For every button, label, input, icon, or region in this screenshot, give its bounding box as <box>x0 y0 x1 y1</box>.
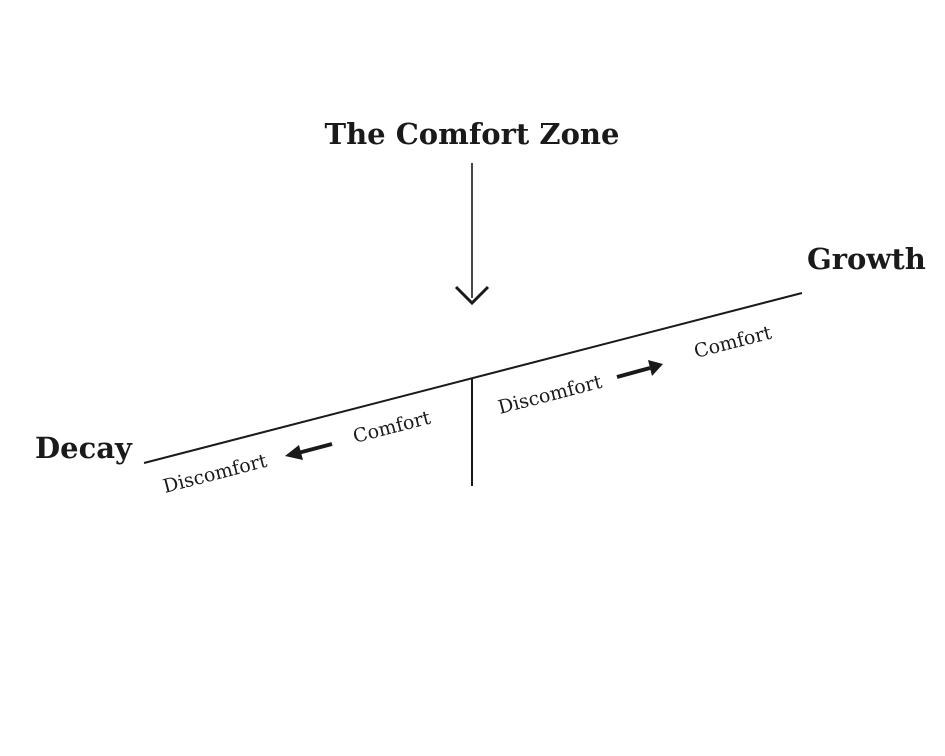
decay-label: Decay <box>35 431 133 465</box>
right-discomfort-label: Discomfort <box>496 371 605 419</box>
left-comfort-label: Comfort <box>351 407 434 448</box>
arrow-left-icon <box>285 442 333 460</box>
arrow-right-icon <box>616 360 663 379</box>
left-discomfort-label: Discomfort <box>161 450 270 498</box>
pointer-arrow-down-icon <box>454 163 490 306</box>
diagram-title: The Comfort Zone <box>325 117 620 151</box>
growth-label: Growth <box>807 242 926 276</box>
right-comfort-label: Comfort <box>692 322 775 363</box>
